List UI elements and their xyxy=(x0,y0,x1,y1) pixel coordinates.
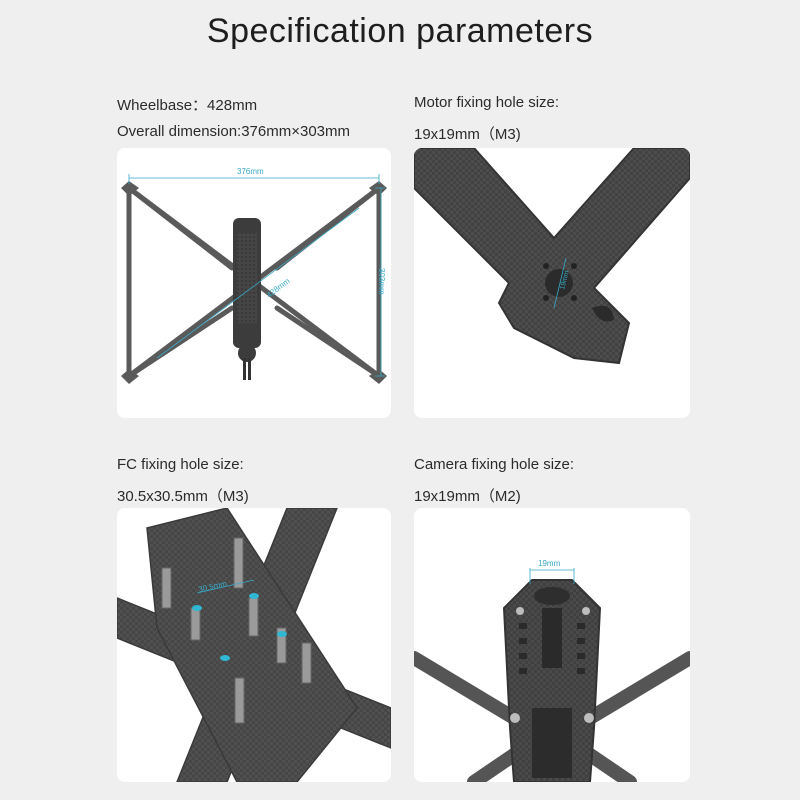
page-title: Specification parameters xyxy=(206,12,594,50)
fc-hole-label: FC fixing hole size: xyxy=(117,456,244,473)
wheelbase-label: Wheelbase：428mm xyxy=(117,97,258,114)
fc-standoffs xyxy=(161,537,312,724)
camera-front-plate xyxy=(502,579,602,782)
motor-mounts xyxy=(121,181,387,384)
frame-dimensions-image: 376mm 303mm 428mm xyxy=(117,148,391,418)
camera-mount-image: 19mm xyxy=(414,508,690,782)
wheelbase-dimension: 428mm xyxy=(265,276,292,299)
motor-hole-dimension: 19mm xyxy=(559,270,571,291)
fc-hole-markers xyxy=(192,593,287,661)
fc-frame-plates xyxy=(117,508,391,782)
overall-dimension-label: Overall dimension:376mm×303mm xyxy=(117,123,351,140)
motor-hole-value: 19x19mm（M3) xyxy=(414,126,521,143)
height-dimension: 303mm xyxy=(377,268,386,295)
camera-hole-dimension: 19mm xyxy=(538,559,561,568)
motor-arm-plate xyxy=(414,148,690,365)
fc-hole-value: 30.5x30.5mm（M3) xyxy=(117,488,249,505)
motor-center-hole xyxy=(545,269,573,297)
motor-hole-label: Motor fixing hole size: xyxy=(414,94,560,111)
camera-hole-label: Camera fixing hole size: xyxy=(414,456,575,473)
camera-standoffs xyxy=(510,607,594,723)
camera-hole-value: 19x19mm（M2) xyxy=(414,488,521,505)
fc-mount-image: 30.5mm xyxy=(117,508,391,782)
motor-mount-image: 19mm xyxy=(414,148,690,418)
width-dimension: 376mm xyxy=(237,167,264,176)
